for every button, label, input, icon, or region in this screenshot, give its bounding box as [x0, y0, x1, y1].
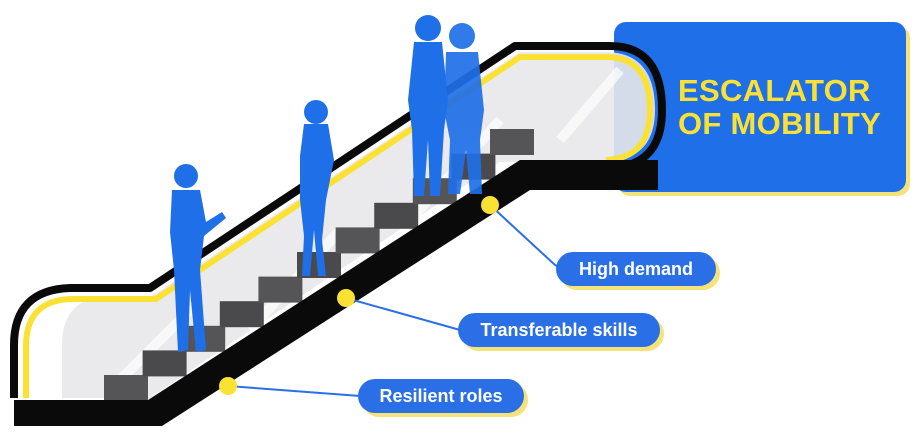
- title-line-2: OF MOBILITY: [678, 106, 882, 141]
- handrail-outer: [10, 42, 666, 398]
- diagram-title: ESCALATOR OF MOBILITY: [678, 74, 898, 140]
- label-high-demand: High demand: [556, 252, 716, 286]
- marker-resilient-roles: [219, 377, 237, 395]
- marker-transferable-skills: [337, 289, 355, 307]
- connector-resilient-roles: [227, 385, 361, 397]
- escalator-step: [258, 276, 303, 303]
- person-man-2: [444, 23, 484, 194]
- escalator-step: [335, 227, 380, 254]
- label-high-demand-text: High demand: [578, 258, 693, 279]
- marker-high-demand: [481, 196, 499, 214]
- person-man: [408, 15, 448, 196]
- escalator-step: [374, 202, 419, 229]
- escalator-step: [490, 129, 534, 155]
- person-with-phone: [170, 164, 226, 352]
- label-transferable-skills-text: Transferable skills: [480, 319, 638, 340]
- escalator-step: [104, 375, 148, 401]
- label-transferable-skills: Transferable skills: [458, 313, 660, 347]
- label-resilient-roles-text: Resilient roles: [379, 385, 503, 406]
- connector-transferable-skills: [345, 297, 461, 331]
- escalator-truss: [14, 160, 658, 426]
- people-silhouettes: [170, 15, 484, 352]
- connector-high-demand: [489, 204, 561, 269]
- person-woman: [300, 100, 334, 276]
- title-line-1: ESCALATOR: [678, 73, 871, 108]
- escalator-step: [219, 301, 264, 328]
- handrail: [23, 54, 653, 398]
- escalator-step: [142, 350, 187, 377]
- label-resilient-roles: Resilient roles: [358, 379, 524, 413]
